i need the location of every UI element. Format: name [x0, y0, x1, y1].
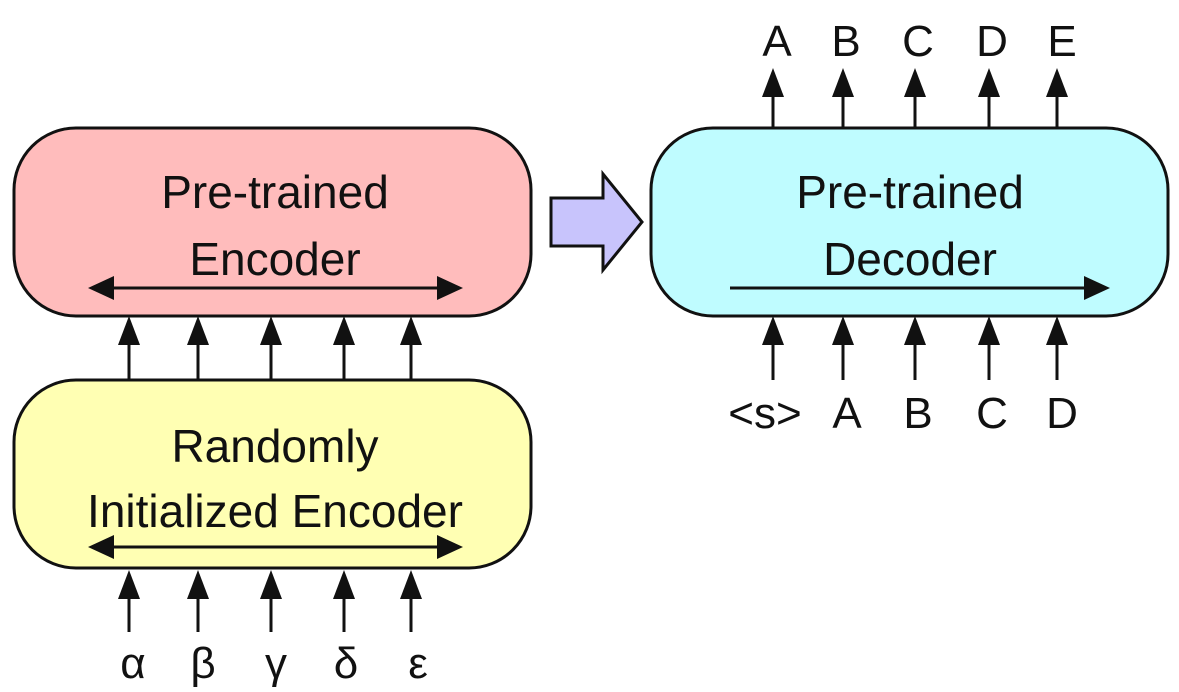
output-token-c: C — [902, 17, 934, 66]
input-arrow — [260, 570, 282, 632]
input-arrow — [187, 570, 209, 632]
random-encoder-inputs: α β γ δ ε — [118, 570, 428, 688]
encoder-bidirectional-arrow — [88, 276, 463, 300]
input-arrow — [762, 316, 784, 380]
input-token-epsilon: ε — [408, 639, 428, 688]
pretrained-decoder-box — [649, 126, 1170, 318]
decoder-outputs: A B C D E — [762, 17, 1077, 128]
decoder-inputs: <s> A B C D — [728, 316, 1078, 438]
connector-arrow — [118, 316, 140, 380]
output-arrow — [832, 68, 854, 128]
input-arrow — [400, 570, 422, 632]
decoder-input-token-c: C — [976, 389, 1008, 438]
input-token-beta: β — [190, 639, 215, 688]
connector-arrow — [333, 316, 355, 380]
random-encoder-label-line2: Initialized Encoder — [87, 485, 463, 537]
decoder-input-token-start: <s> — [728, 389, 801, 438]
output-token-d: D — [976, 17, 1008, 66]
pretrained-encoder-box — [12, 126, 533, 318]
connector-arrow — [260, 316, 282, 380]
decoder-forward-arrow — [730, 276, 1110, 300]
pretrained-encoder-label-line1: Pre-trained — [161, 166, 389, 218]
random-encoder-label-line1: Randomly — [171, 420, 378, 472]
transfer-arrow-shape — [549, 169, 644, 275]
input-token-gamma: γ — [265, 639, 287, 688]
output-arrow — [1046, 68, 1068, 128]
pretrained-encoder-label-line2: Encoder — [189, 233, 360, 285]
pretrained-decoder-label-line1: Pre-trained — [796, 166, 1024, 218]
input-token-delta: δ — [334, 639, 359, 688]
output-arrow — [904, 68, 926, 128]
output-arrow — [978, 68, 1000, 128]
output-token-a: A — [762, 17, 792, 66]
input-arrow — [978, 316, 1000, 380]
input-arrow — [1046, 316, 1068, 380]
input-token-alpha: α — [120, 639, 145, 688]
random-encoder-bidirectional-arrow — [88, 535, 463, 559]
input-arrow — [333, 570, 355, 632]
pretrained-decoder: Pre-trained Decoder — [649, 126, 1170, 318]
output-arrow — [762, 68, 784, 128]
input-arrow — [904, 316, 926, 380]
output-token-b: B — [831, 17, 860, 66]
input-arrow — [118, 570, 140, 632]
random-encoder-box — [12, 378, 533, 570]
pretrained-decoder-label-line2: Decoder — [823, 233, 997, 285]
pretrained-encoder: Pre-trained Encoder — [12, 126, 533, 318]
decoder-input-token-a: A — [832, 389, 862, 438]
random-encoder: Randomly Initialized Encoder — [12, 378, 533, 570]
transfer-arrow — [549, 169, 644, 275]
input-arrow — [832, 316, 854, 380]
output-token-e: E — [1047, 17, 1076, 66]
connector-arrow — [400, 316, 422, 380]
decoder-input-token-b: B — [903, 389, 932, 438]
connector-arrow — [187, 316, 209, 380]
encoder-connector-arrows — [118, 316, 422, 380]
decoder-input-token-d: D — [1046, 389, 1078, 438]
